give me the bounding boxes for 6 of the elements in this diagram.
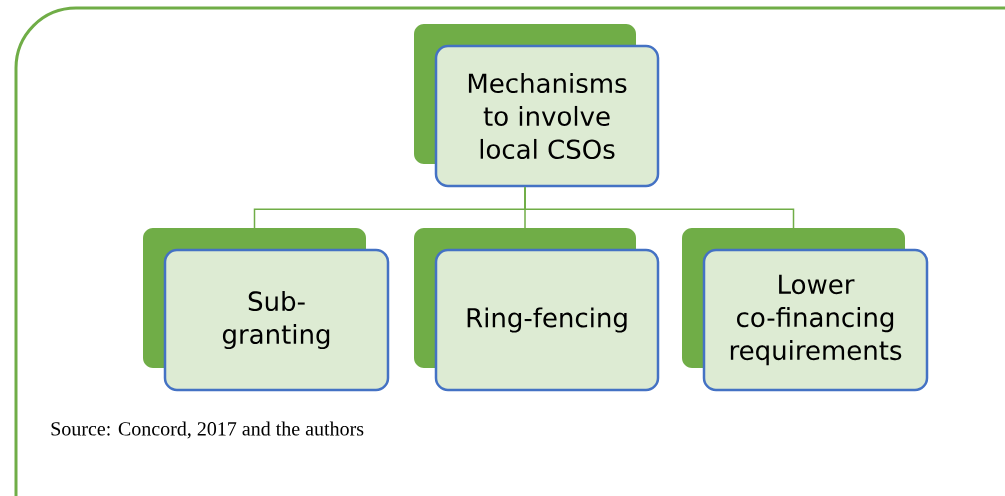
process-box: Ring-fencing	[414, 228, 660, 392]
process-box: Mechanisms to involve local CSOs	[414, 24, 660, 188]
caption: Source: Concord, 2017 and the authors	[51, 421, 364, 439]
process-box: Lower co-financing requirements	[682, 228, 929, 392]
connector-line	[524, 186, 795, 230]
process-box: Sub-granting	[143, 228, 390, 392]
